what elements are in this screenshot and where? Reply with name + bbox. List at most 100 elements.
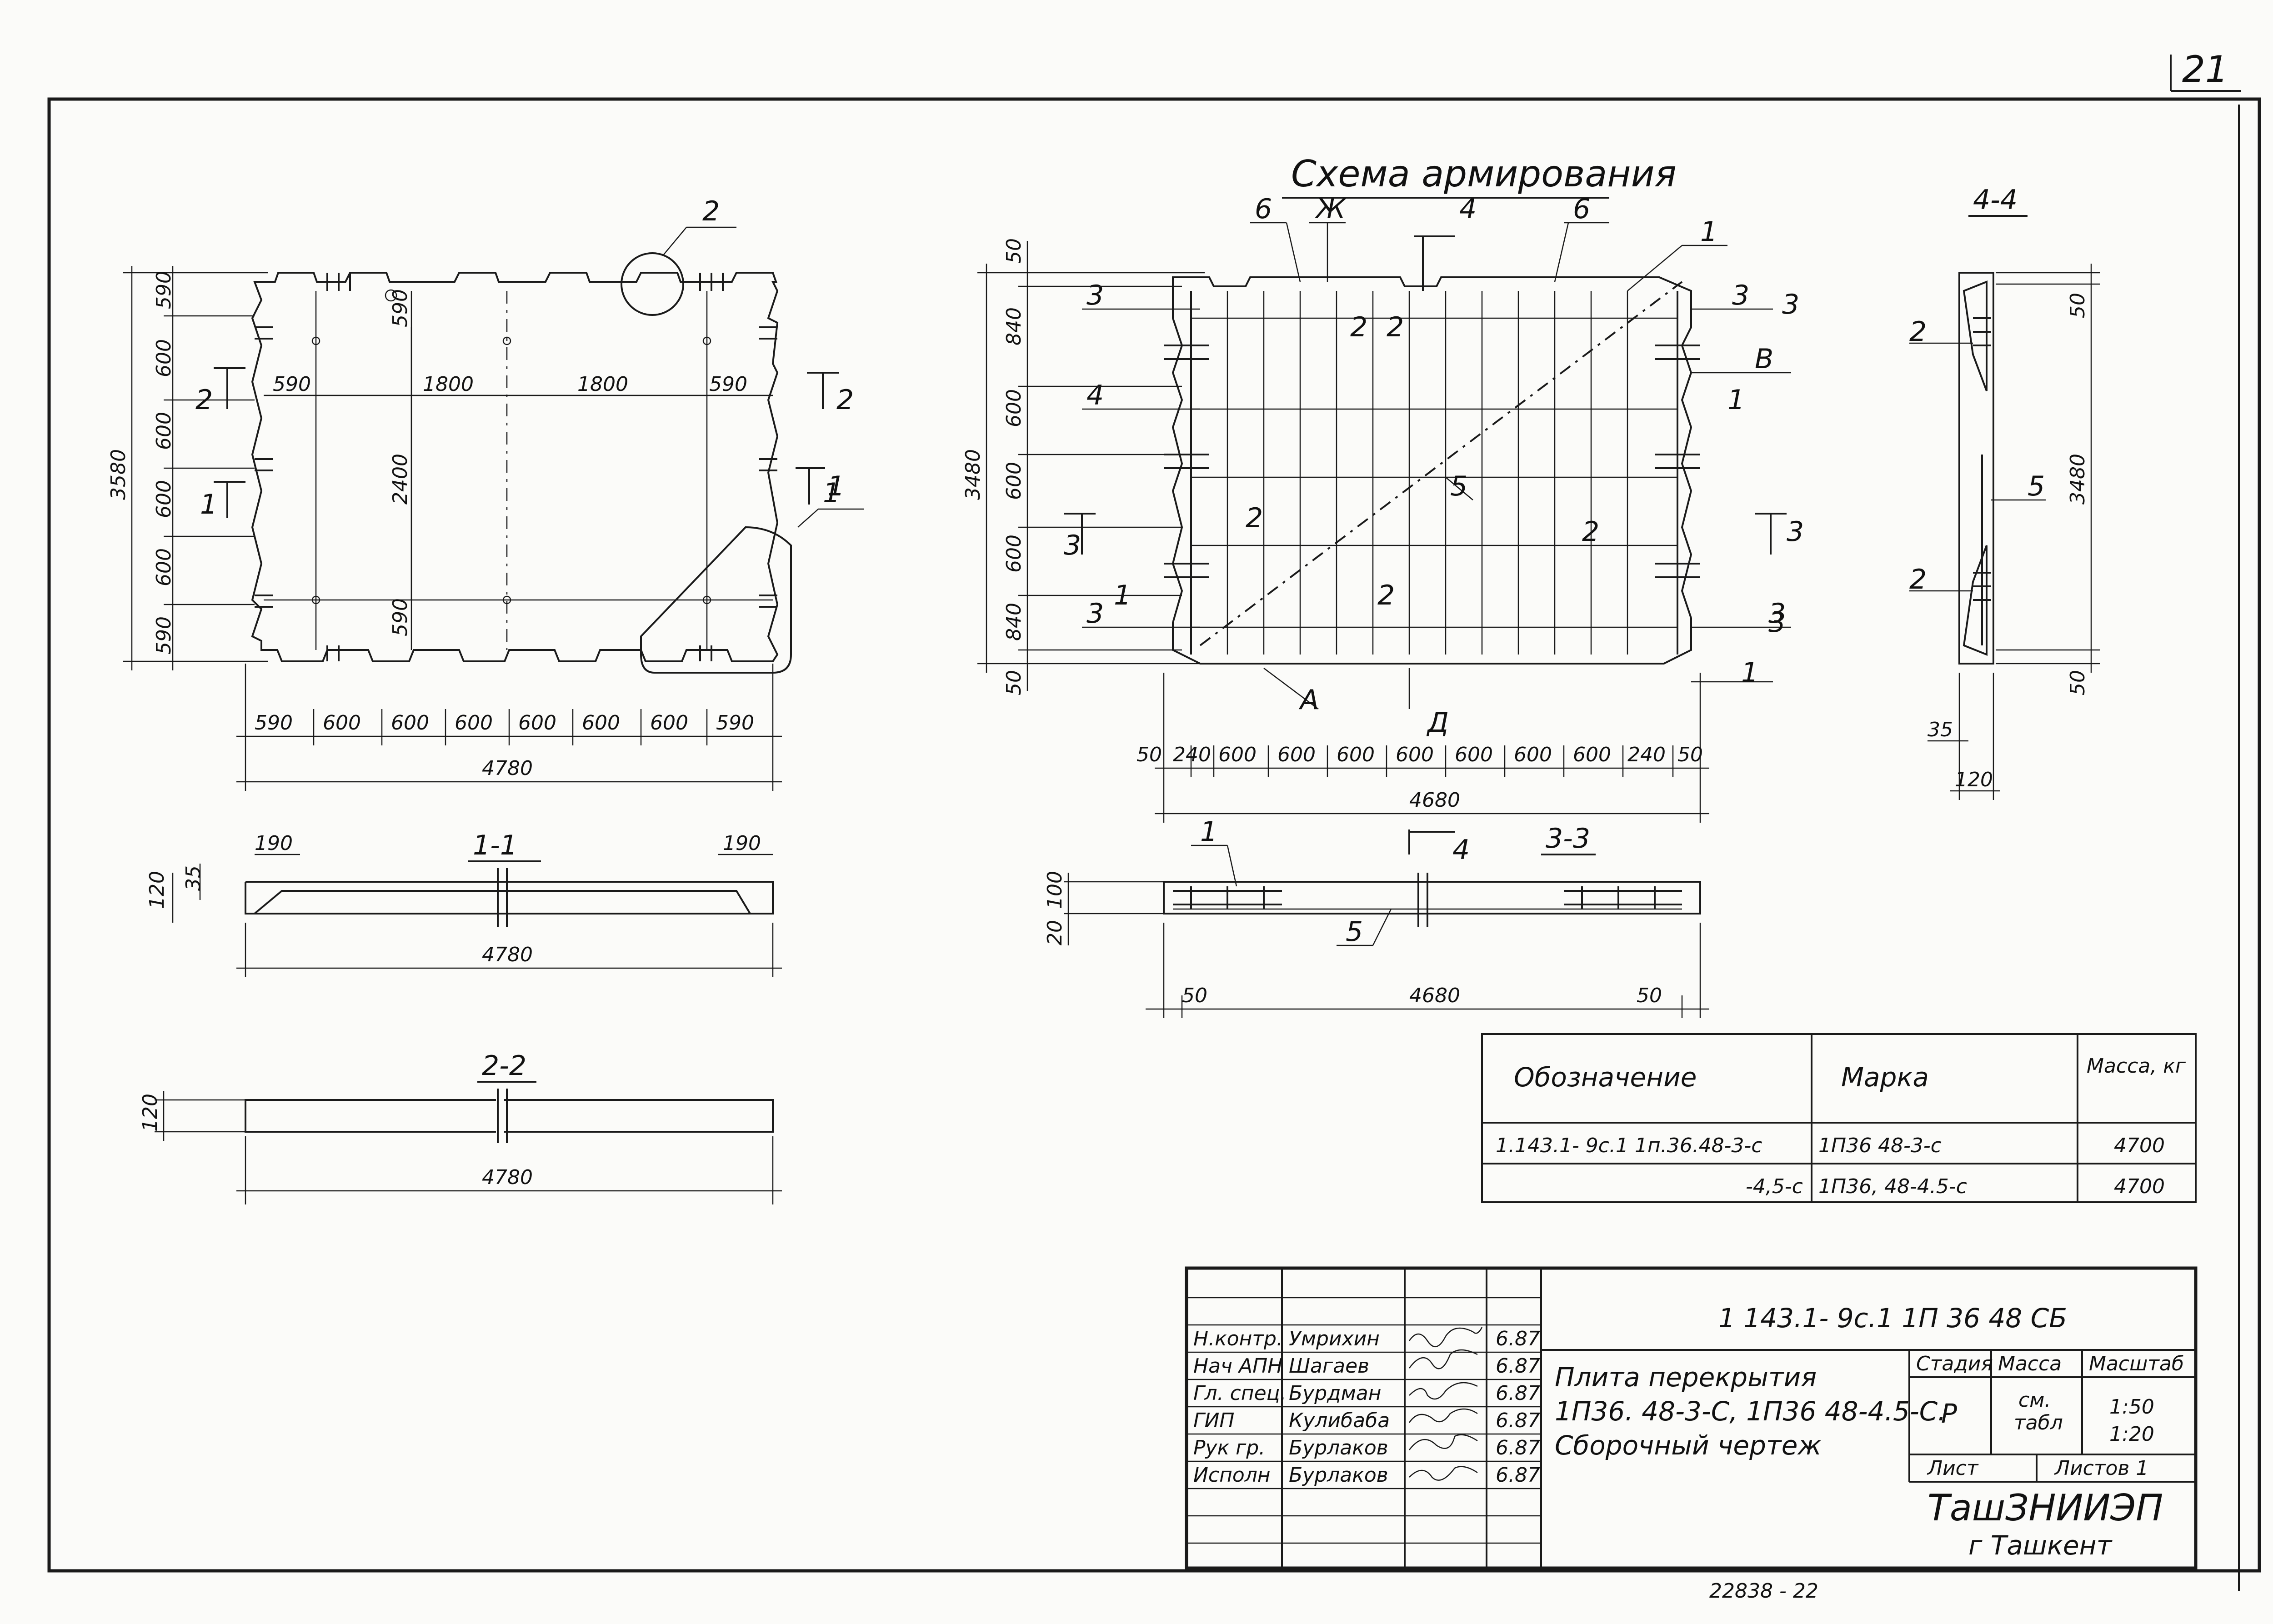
section-1-1: 1-1 190 190 120 35 4780 [145, 829, 782, 977]
sheet-frame [47, 97, 2261, 1573]
section-2-2: 2-2 120 4780 [139, 1050, 782, 1204]
signatures [1408, 1327, 1483, 1481]
reinf-mark-2-d: 2 [1582, 516, 1599, 548]
page-number: 21 [2182, 48, 2228, 90]
tb-mass-header: Масса [1998, 1352, 2062, 1375]
section-4-4-mark-2-top: 2 [1909, 316, 1927, 348]
reinf-mark-3-tl: 3 [1086, 280, 1104, 311]
title-doc-code: 1 143.1- 9с.1 1П 36 48 СБ [1718, 1303, 2067, 1334]
plan-left-dim-6: 590 [152, 616, 175, 655]
tb-sheet-label: Лист [1927, 1457, 1979, 1480]
plan-bottom-dim-1: 590 [255, 711, 293, 735]
reinf-overall-height: 3480 [961, 449, 985, 500]
reinf-mark-6-left: 6 [1255, 193, 1272, 225]
reinf-overall-width: 4680 [1409, 789, 1460, 812]
reinf-mark-3-right: 3 [1768, 607, 1786, 639]
reinf-mark-2-a: 2 [1350, 311, 1367, 343]
plan-bottom-dim-2: 600 [323, 711, 361, 735]
spec-row2-designation: -4,5-с [1746, 1175, 1803, 1198]
plan-corner-dim-bottom: 590 [389, 598, 412, 636]
tb-mass-1: см. [2018, 1389, 2051, 1412]
plan-overall-width: 4780 [482, 757, 533, 780]
section-1-1-h1: 120 [145, 871, 169, 909]
reinf-mark-3-far: 3 [1782, 289, 1799, 320]
spec-header-mass: Масса, кг [2087, 1054, 2186, 1078]
section-3-3: 4 3-3 1 5 100 20 50 4680 50 [1043, 816, 1709, 1018]
reinf-mark-5: 5 [1450, 470, 1467, 502]
tb-mass-2: табл [2014, 1411, 2063, 1434]
reinf-left-dim-7: 50 [1002, 670, 1026, 695]
plan-left-dim-2: 600 [152, 339, 175, 377]
tb-date-3: 6.87 [1496, 1382, 1540, 1405]
plan-bottom-dim-3: 600 [391, 711, 429, 735]
reinf-sec-mark-3-left: 3 [1064, 530, 1081, 561]
section-3-3-right: 50 [1637, 984, 1662, 1007]
spec-row1-mark: 1П36 48-3-с [1818, 1134, 1942, 1157]
tb-role-2: Нач АПН [1193, 1354, 1282, 1378]
plan-bottom-dim-4: 600 [455, 711, 493, 735]
plan-corner-dim-top: 590 [389, 289, 412, 327]
section-3-3-mark-4: 4 [1452, 834, 1470, 866]
tb-scale-1: 1:50 [2109, 1395, 2154, 1419]
reinf-mark-1-right: 1 [1727, 384, 1745, 416]
section-1-1-h2: 35 [182, 865, 205, 891]
section-2-2-h: 120 [139, 1094, 162, 1132]
reinf-left-dim-5: 600 [1002, 535, 1026, 573]
tb-name-5: Бурлаков [1289, 1436, 1388, 1459]
section-4-4-cover: 35 [1928, 718, 1953, 741]
plan-mid-dim-3: 1800 [577, 373, 628, 396]
reinf-bottom-dim-6: 600 [1396, 743, 1434, 766]
tb-name-4: Кулибаба [1289, 1409, 1390, 1432]
reinf-mark-zh: Ж [1314, 193, 1347, 225]
section-3-3-length: 4680 [1409, 984, 1460, 1007]
tb-role-6: Исполн [1193, 1464, 1271, 1487]
section-4-4-top: 50 [2066, 293, 2089, 318]
title-block: 1 143.1- 9с.1 1П 36 48 СБ Н.контр. Умрих… [1185, 1266, 2198, 1570]
plan-mid-dim-4: 590 [709, 373, 747, 396]
section-4-4-title: 4-4 [1973, 184, 2018, 216]
tb-name-2: Шагаев [1289, 1354, 1369, 1378]
plan-left-dim-5: 600 [152, 548, 175, 586]
section-4-4-mark-2-bottom: 2 [1909, 564, 1927, 595]
callout-1: 1 [823, 477, 840, 509]
tb-org-1: ТашЗНИИЭП [1928, 1487, 2163, 1529]
spec-row2-mass: 4700 [2114, 1175, 2165, 1198]
section-3-3-mark-5: 5 [1346, 916, 1363, 948]
plan-mid-dim-1: 590 [273, 373, 311, 396]
reinf-mark-2-b: 2 [1387, 311, 1404, 343]
plan-left-dim-3: 600 [152, 412, 175, 450]
reinf-mark-4-left: 4 [1086, 380, 1104, 411]
reinf-bottom-dim-11: 50 [1677, 743, 1703, 766]
tb-role-4: ГИП [1193, 1409, 1235, 1432]
section-4-4-mark-5: 5 [2028, 470, 2045, 502]
tb-role-1: Н.контр. [1193, 1327, 1283, 1350]
reinf-mark-v: В [1755, 343, 1773, 375]
reinf-mark-3-bl: 3 [1086, 598, 1104, 630]
reinf-left-dim-6: 840 [1002, 603, 1026, 641]
tb-org-2: г Ташкент [1968, 1530, 2113, 1561]
reinforcement-title: Схема армирования [1291, 153, 1677, 195]
section-1-1-title: 1-1 [473, 829, 517, 861]
reinf-sec-mark-3-right: 3 [1787, 516, 1804, 548]
reinf-mark-4-top: 4 [1459, 193, 1477, 225]
reinf-bottom-dim-5: 600 [1337, 743, 1375, 766]
reinf-mark-1-bottom: 1 [1741, 657, 1758, 689]
reinforcement-scheme: Схема армирования [961, 153, 1804, 823]
section-2-2-title: 2-2 [482, 1050, 526, 1082]
reinf-bottom-dim-2: 240 [1173, 743, 1211, 766]
reinf-left-dim-2: 840 [1002, 307, 1026, 345]
section-1-1-left: 190 [255, 832, 293, 855]
reinf-mark-2-c: 2 [1246, 502, 1263, 534]
reinf-bottom-dim-4: 600 [1277, 743, 1316, 766]
spec-row1-designation: 1.143.1- 9с.1 1п.36.48-3-с [1496, 1134, 1762, 1157]
plan-bottom-dim-7: 600 [650, 711, 688, 735]
tb-role-5: Рук гр. [1193, 1436, 1265, 1459]
reinf-mark-a: А [1298, 684, 1319, 716]
section-4-4-bottom: 50 [2066, 670, 2089, 695]
reinf-bottom-dim-7: 600 [1455, 743, 1493, 766]
reinf-bottom-dim-9: 600 [1573, 743, 1611, 766]
reinf-left-dim-4: 600 [1002, 462, 1026, 500]
tb-name-1: Умрихин [1289, 1327, 1380, 1350]
title-line-3: Сборочный чертеж [1555, 1430, 1822, 1461]
